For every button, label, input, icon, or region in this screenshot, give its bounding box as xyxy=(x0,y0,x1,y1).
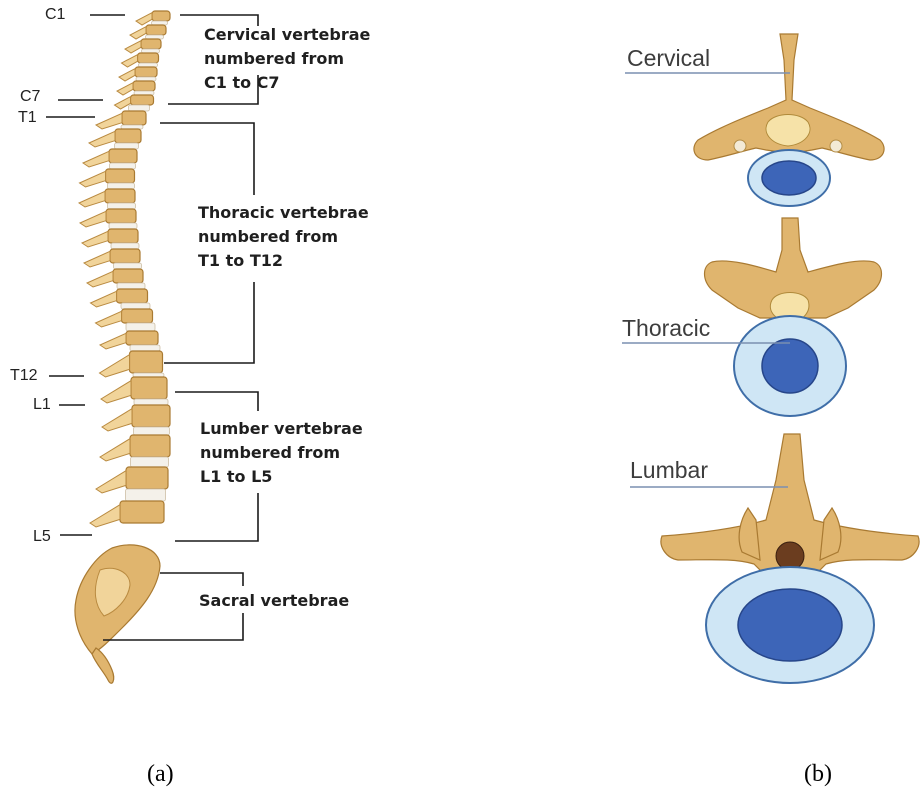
region-label-cervical: Cervical vertebrae numbered from C1 to C… xyxy=(204,25,376,92)
svg-text:Lumbar: Lumbar xyxy=(630,457,708,483)
svg-text:L5: L5 xyxy=(33,528,51,545)
label-cervical: Cervical xyxy=(625,45,790,73)
sacrum-illustration xyxy=(75,545,160,683)
svg-text:L1: L1 xyxy=(33,396,51,413)
level-label-l5: L5 xyxy=(33,528,92,545)
svg-text:C7: C7 xyxy=(20,88,41,105)
svg-text:T12: T12 xyxy=(10,367,38,384)
spine-column-illustration xyxy=(79,11,170,527)
region-label-sacral: Sacral vertebrae xyxy=(199,591,349,610)
level-label-t12: T12 xyxy=(10,367,84,384)
thoracic-vertebra-illustration xyxy=(705,218,882,416)
cervical-vertebra-illustration xyxy=(694,34,884,206)
level-label-c7: C7 xyxy=(20,88,103,105)
svg-text:C1: C1 xyxy=(45,6,66,23)
panel-b: Cervical Thoracic Lumbar (b) xyxy=(622,34,919,787)
level-label-t1: T1 xyxy=(18,109,95,126)
level-label-c1: C1 xyxy=(45,6,125,23)
svg-text:Thoracic: Thoracic xyxy=(622,315,710,341)
region-label-thoracic: Thoracic vertebrae numbered from T1 to T… xyxy=(198,203,374,270)
label-lumbar: Lumbar xyxy=(630,457,788,487)
region-label-lumbar: Lumber vertebrae numbered from L1 to L5 xyxy=(200,419,368,486)
caption-a: (a) xyxy=(147,761,174,787)
svg-text:Cervical: Cervical xyxy=(627,45,710,71)
panel-a: C1 C7 T1 T12 L1 L5 xyxy=(10,6,376,787)
caption-b: (b) xyxy=(804,761,832,787)
level-label-l1: L1 xyxy=(33,396,85,413)
svg-text:T1: T1 xyxy=(18,109,37,126)
